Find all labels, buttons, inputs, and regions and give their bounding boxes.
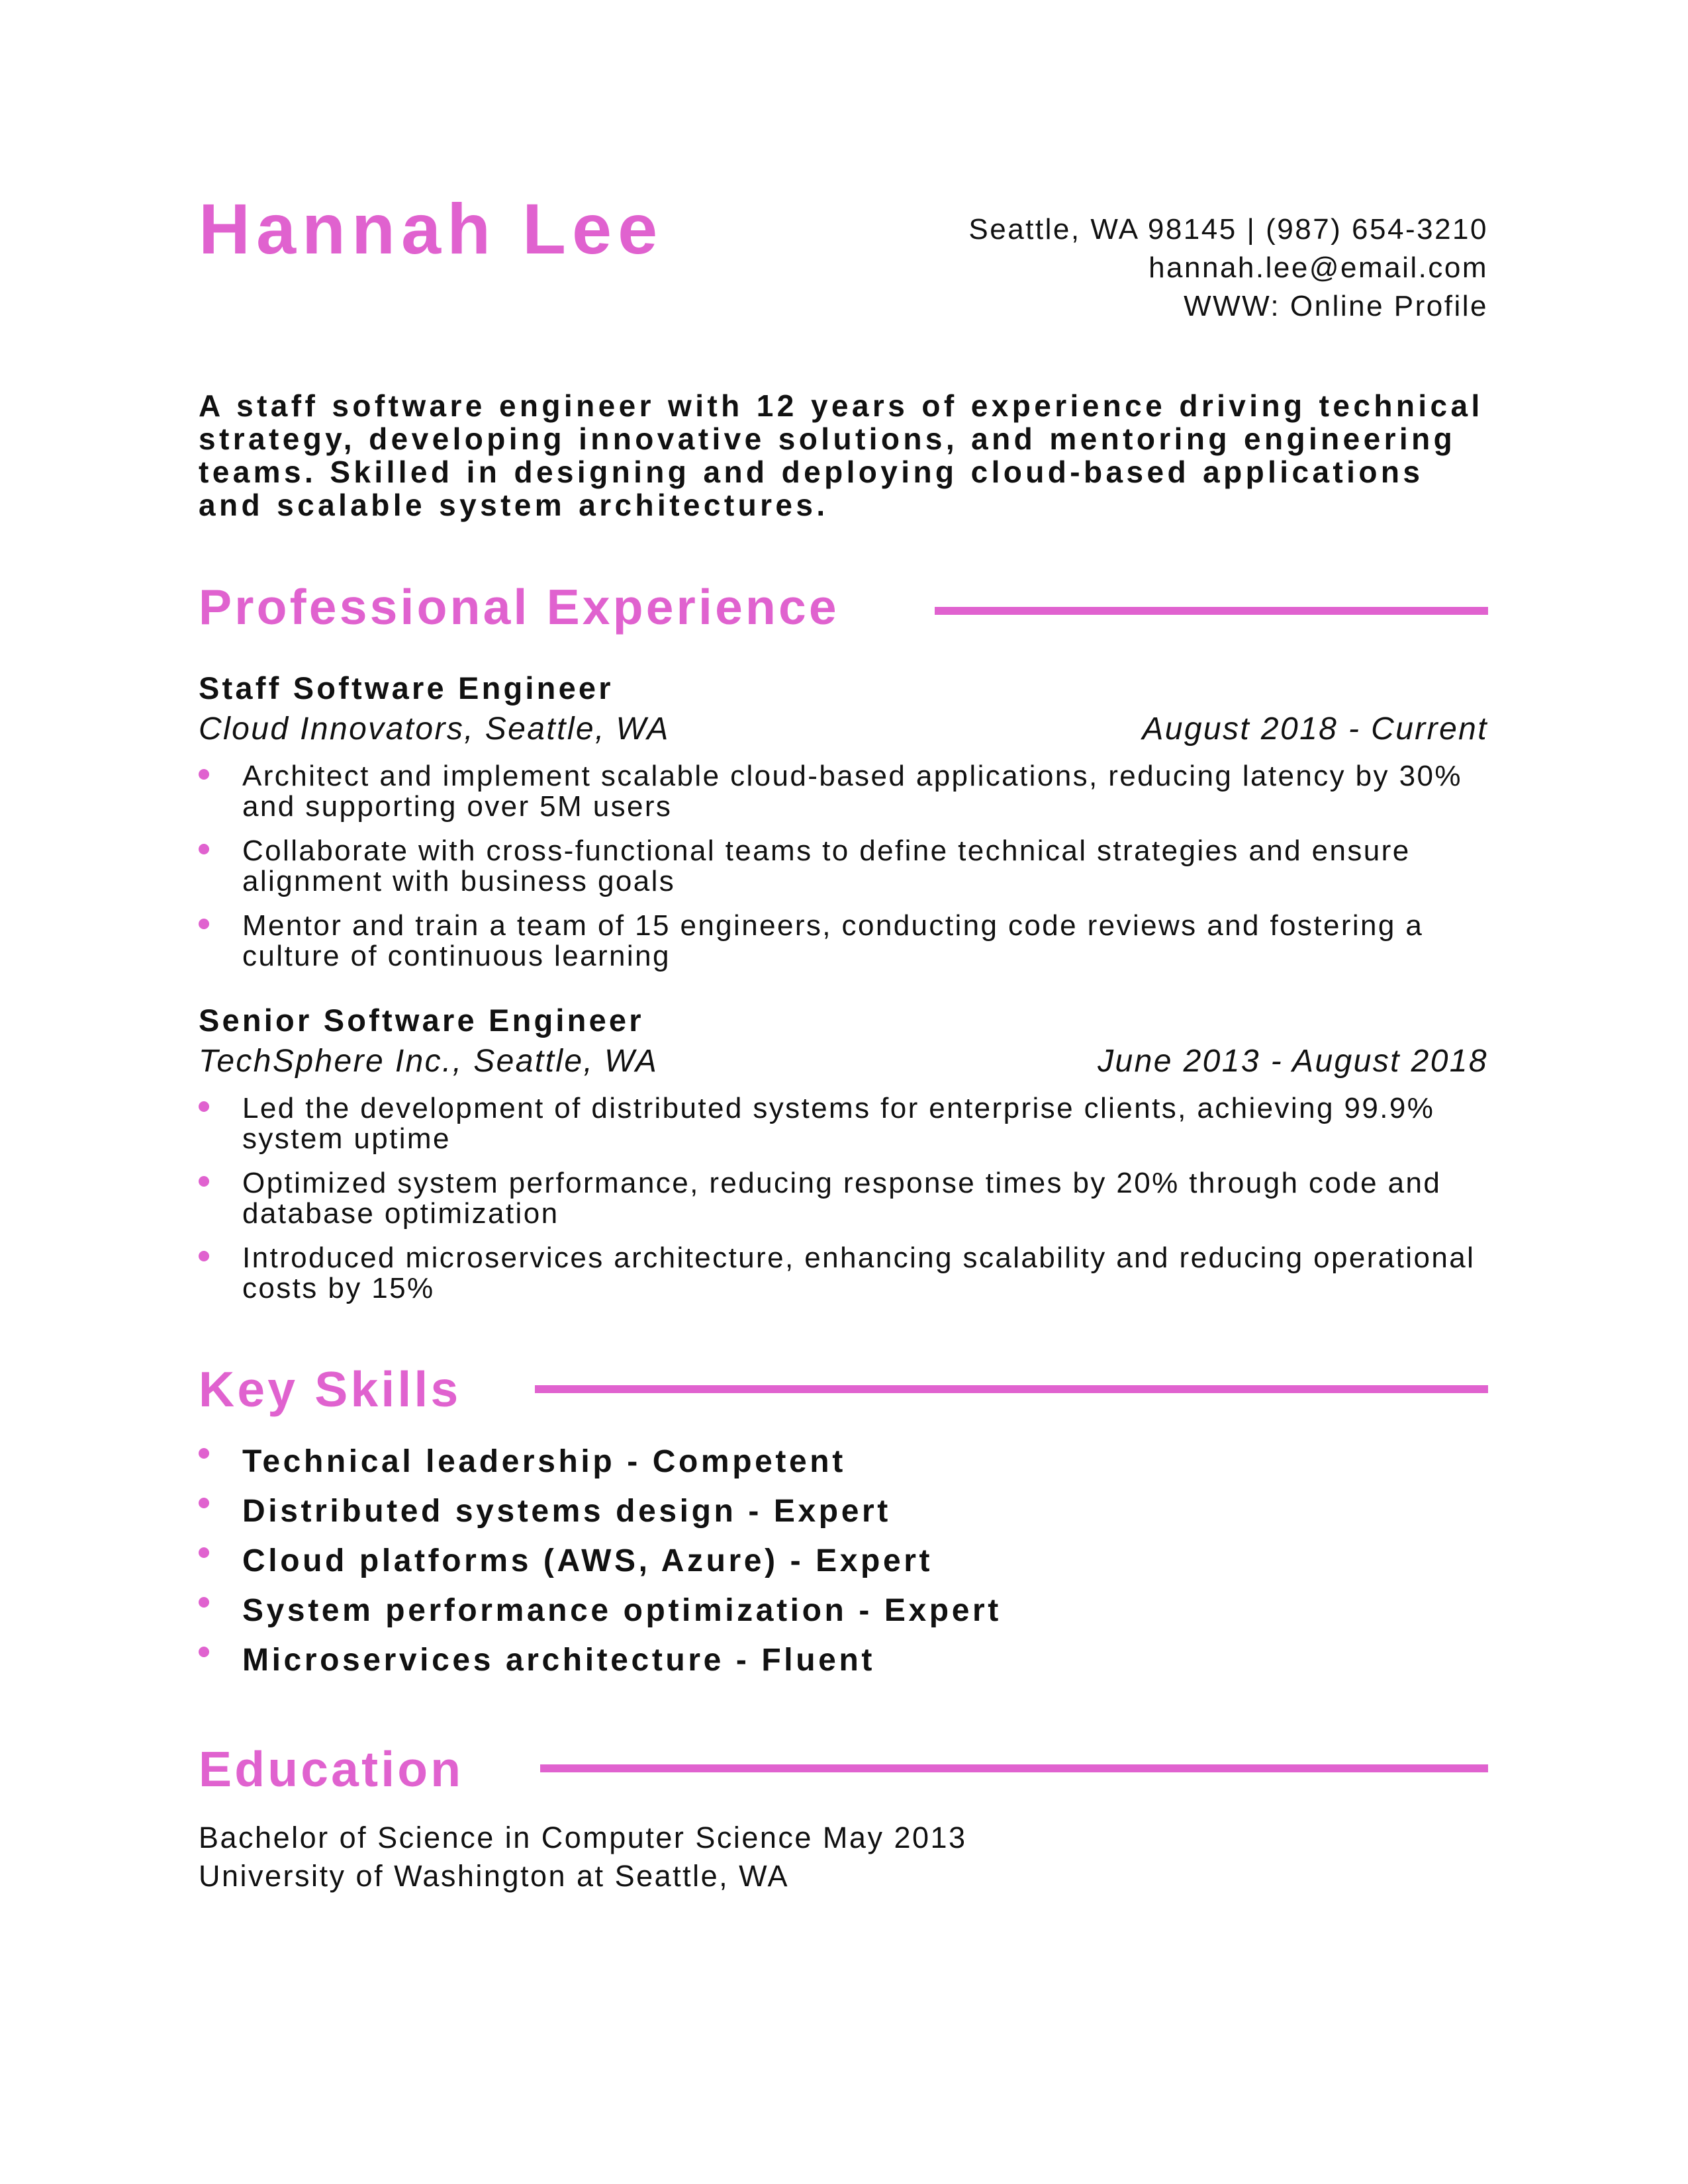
professional-summary: A staff software engineer with 12 years … [199,388,1483,522]
job-dates: June 2013 - August 2018 [1098,1044,1488,1079]
contact-website: WWW: Online Profile [1184,290,1488,322]
bullet-dot-icon [199,919,209,929]
section-divider-experience [935,607,1488,615]
list-item: Technical leadership - Competent [199,1443,1496,1492]
bullet-dot-icon [199,1448,209,1459]
education-school: University of Washington at Seattle, WA [199,1859,789,1893]
contact-email: hannah.lee@email.com [1149,251,1488,284]
section-divider-education [540,1764,1488,1772]
bullet-dot-icon [199,1547,209,1558]
contact-block: Seattle, WA 98145 | (987) 654-3210 hanna… [968,210,1488,326]
list-item: Mentor and train a team of 15 engineers,… [199,911,1496,972]
list-item: Led the development of distributed syste… [199,1093,1496,1154]
list-item: Architect and implement scalable cloud-b… [199,761,1496,822]
bullet-dot-icon [199,1647,209,1657]
bullet-dot-icon [199,1251,209,1261]
candidate-name: Hannah Lee [199,189,664,269]
section-divider-skills [535,1385,1488,1393]
list-item: Microservices architecture - Fluent [199,1641,1496,1691]
bullet-dot-icon [199,769,209,780]
contact-location-phone: Seattle, WA 98145 | (987) 654-3210 [968,213,1488,246]
section-title-education: Education [199,1741,464,1797]
list-item: Collaborate with cross-functional teams … [199,836,1496,897]
bullet-dot-icon [199,1176,209,1187]
bullet-dot-icon [199,1101,209,1112]
job-dates: August 2018 - Current [1142,711,1488,747]
education-degree: Bachelor of Science in Computer Science … [199,1821,967,1854]
list-item: Cloud platforms (AWS, Azure) - Expert [199,1542,1496,1592]
list-item: Introduced microservices architecture, e… [199,1243,1496,1304]
bullet-dot-icon [199,1498,209,1508]
education-block: Bachelor of Science in Computer Science … [199,1819,967,1895]
job-bullets: Led the development of distributed syste… [199,1093,1496,1318]
job-company: TechSphere Inc., Seattle, WA [199,1044,659,1079]
job-title: Senior Software Engineer [199,1003,644,1038]
section-title-experience: Professional Experience [199,579,839,635]
bullet-dot-icon [199,844,209,854]
job-title: Staff Software Engineer [199,670,614,705]
bullet-dot-icon [199,1597,209,1608]
job-company: Cloud Innovators, Seattle, WA [199,711,670,747]
skills-list: Technical leadership - Competent Distrib… [199,1443,1496,1691]
section-title-skills: Key Skills [199,1361,461,1417]
list-item: Optimized system performance, reducing r… [199,1168,1496,1229]
list-item: Distributed systems design - Expert [199,1492,1496,1542]
list-item: System performance optimization - Expert [199,1592,1496,1641]
job-bullets: Architect and implement scalable cloud-b… [199,761,1496,985]
